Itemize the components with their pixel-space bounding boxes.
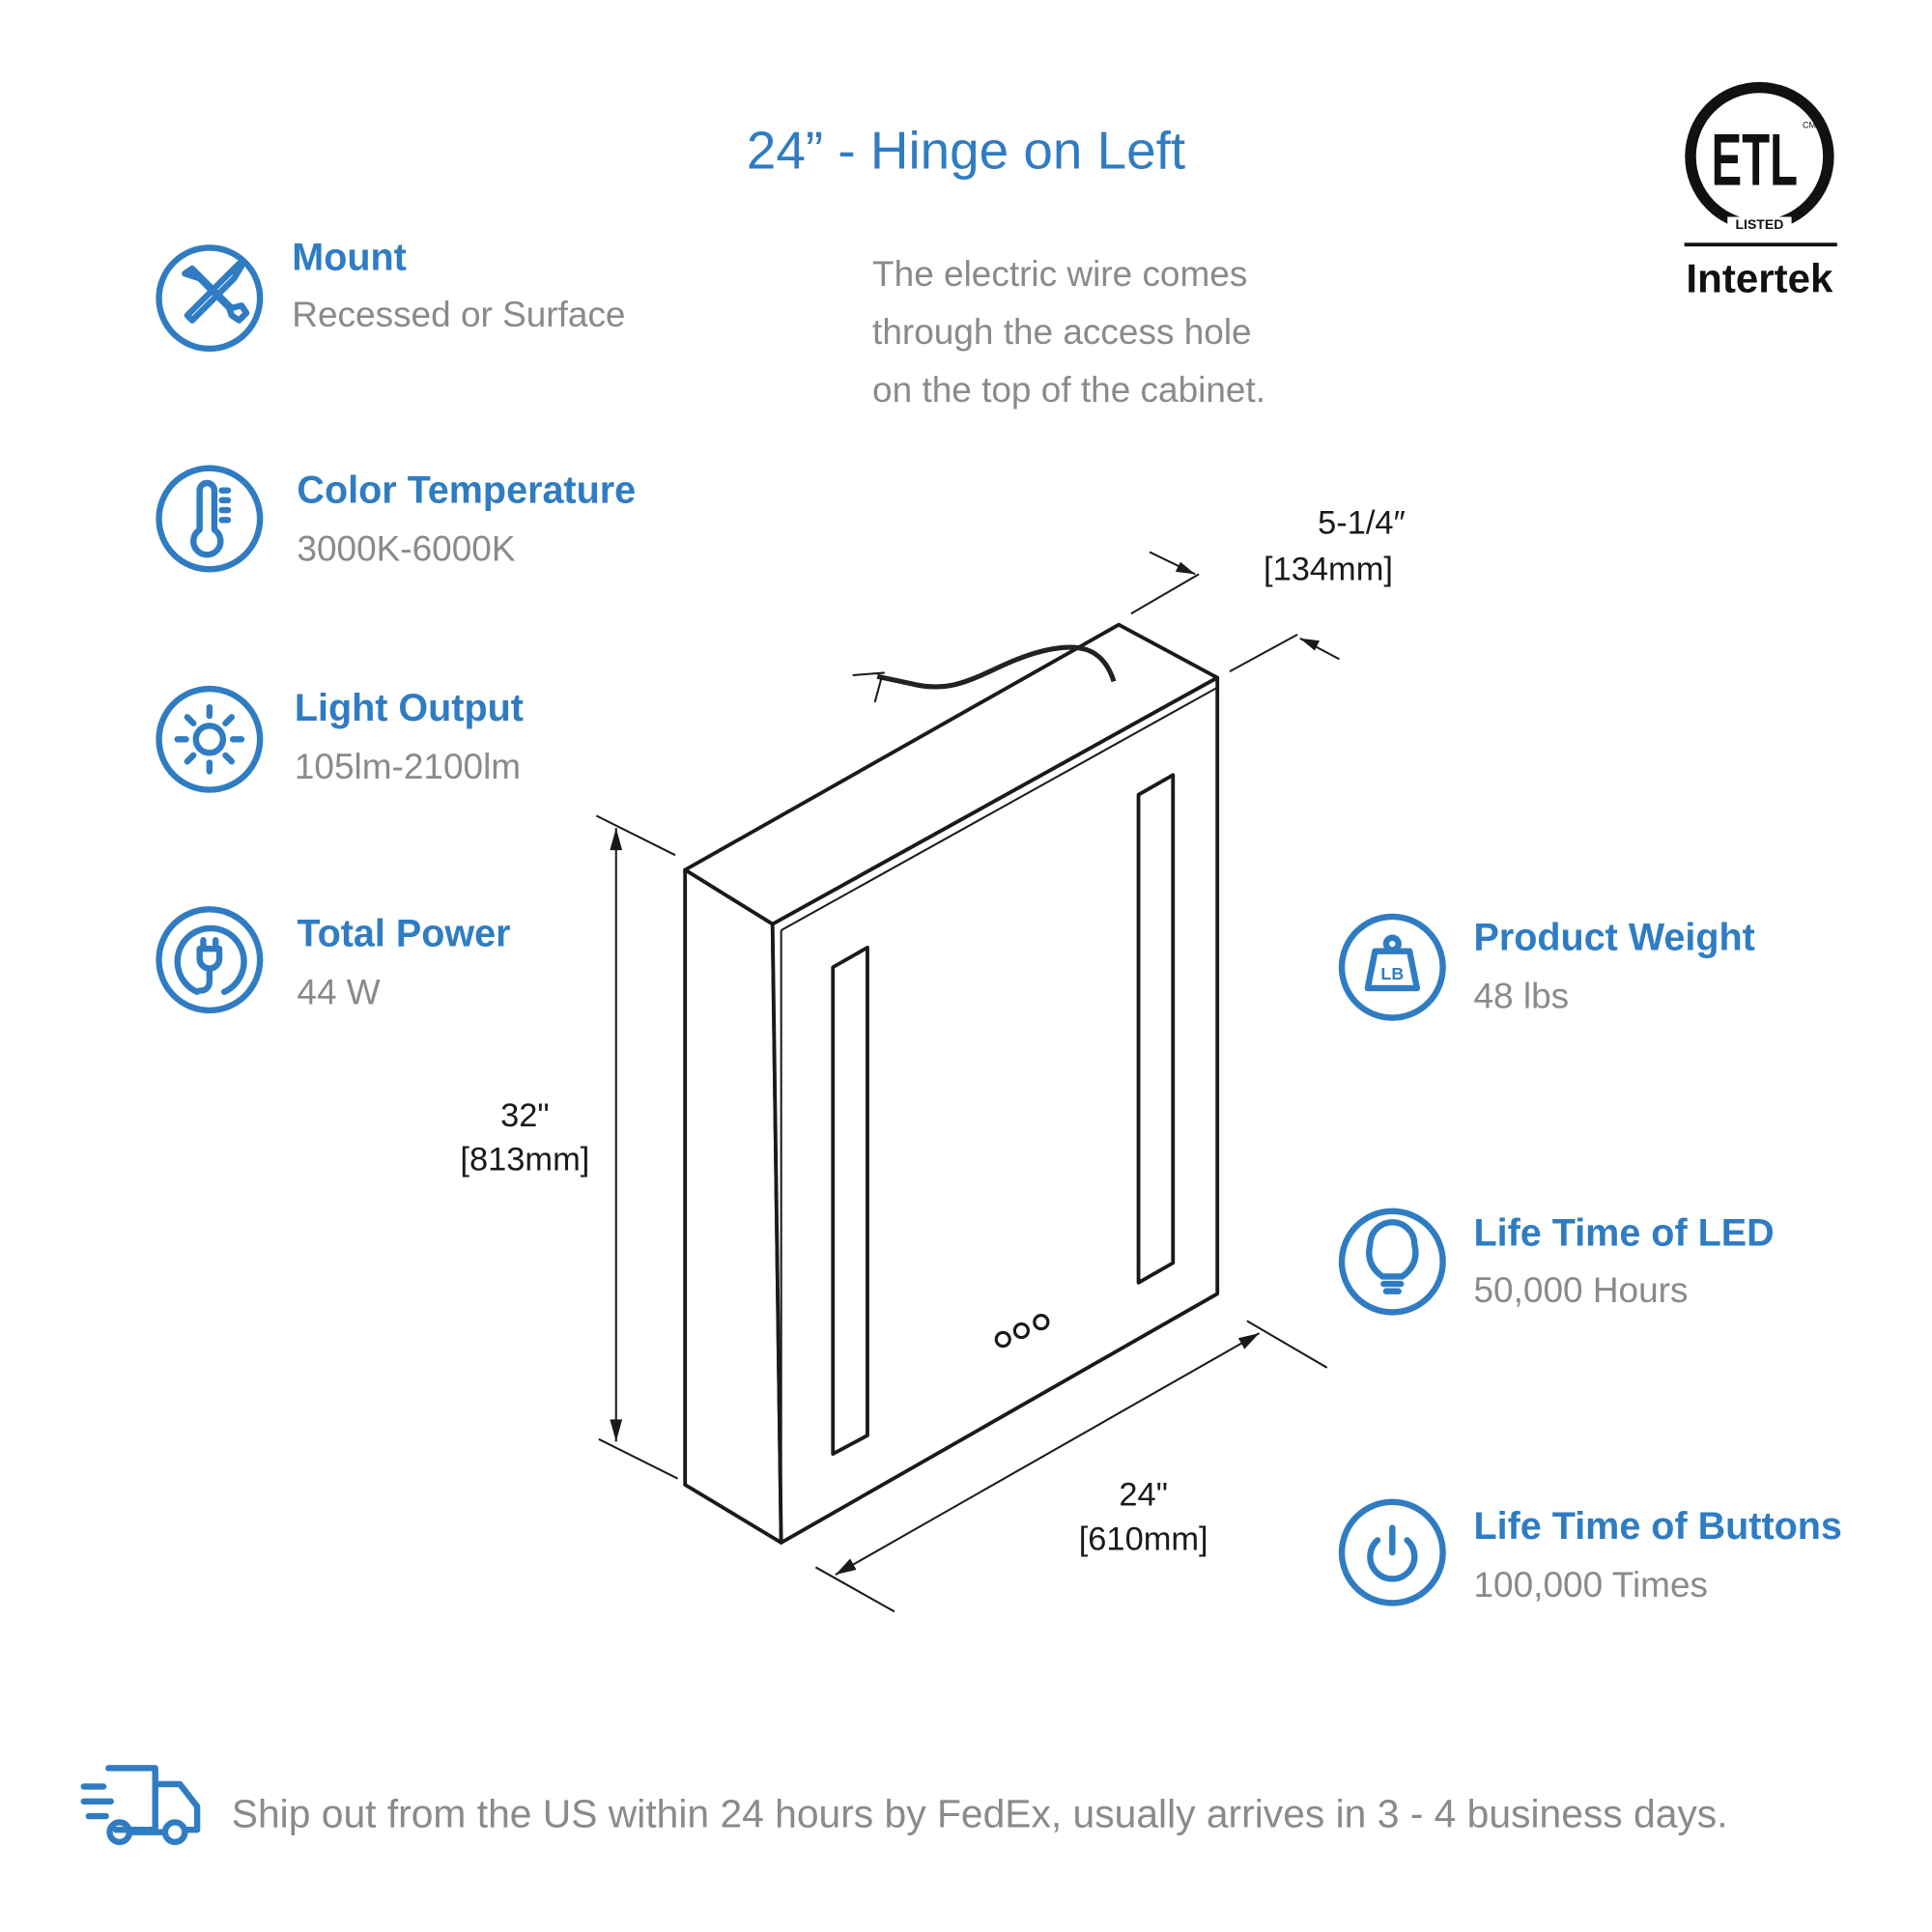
svg-text:The electric wire comes: The electric wire comes: [872, 254, 1247, 294]
svg-text:Product Weight: Product Weight: [1474, 916, 1755, 958]
intertek-text: Intertek: [1686, 255, 1833, 300]
width-inches: 24": [1119, 1477, 1168, 1514]
tools-icon: [156, 244, 264, 353]
shipping-text: Ship out from the US within 24 hours by …: [232, 1792, 1728, 1836]
wire-note: The electric wire comes through the acce…: [872, 254, 1265, 410]
svg-text:Life Time of LED: Life Time of LED: [1474, 1212, 1775, 1255]
spec-product-weight: LB Product Weight 48 lbs: [1338, 913, 1755, 1021]
power-icon: [1338, 1498, 1446, 1606]
spec-light-output: Light Output 105lm-2100lm: [156, 685, 524, 793]
svg-text:ETL: ETL: [1712, 119, 1798, 201]
bulb-icon: [1338, 1208, 1446, 1316]
height-inches: 32": [500, 1097, 550, 1134]
svg-text:50,000 Hours: 50,000 Hours: [1474, 1270, 1689, 1310]
svg-text:Color Temperature: Color Temperature: [297, 469, 636, 511]
svg-text:Recessed or Surface: Recessed or Surface: [292, 295, 625, 334]
svg-text:100,000 Times: 100,000 Times: [1474, 1565, 1709, 1605]
svg-text:44 W: 44 W: [297, 973, 380, 1012]
depth-mm: [134mm]: [1264, 552, 1393, 588]
svg-text:Life Time of Buttons: Life Time of Buttons: [1474, 1505, 1842, 1548]
delivery-truck-icon: [80, 1765, 201, 1846]
touch-buttons: [994, 1314, 1050, 1349]
depth-inches: 5-1/4″: [1318, 504, 1406, 541]
spec-mount: Mount Recessed or Surface: [156, 236, 626, 353]
svg-text:CM: CM: [1803, 121, 1816, 130]
page-title: 24” - Hinge on Left: [747, 121, 1185, 181]
plug-icon: [156, 906, 264, 1014]
svg-text:LB: LB: [1380, 964, 1404, 983]
etl-intertek-logo: ETL CM LISTED Intertek: [1684, 81, 1837, 300]
width-mm: [610mm]: [1079, 1521, 1208, 1558]
spec-led-lifetime: Life Time of LED 50,000 Hours: [1338, 1208, 1775, 1316]
height-mm: [813mm]: [460, 1142, 589, 1179]
svg-text:Total Power: Total Power: [297, 913, 510, 955]
svg-text:3000K-6000K: 3000K-6000K: [297, 528, 515, 568]
weight-icon: [1338, 913, 1446, 1021]
svg-text:through the access hole: through the access hole: [872, 312, 1252, 352]
svg-text:on the top of the cabinet.: on the top of the cabinet.: [872, 370, 1265, 410]
sun-icon: [156, 685, 264, 793]
svg-text:105lm-2100lm: 105lm-2100lm: [295, 747, 521, 786]
svg-text:Light Output: Light Output: [295, 687, 524, 729]
thermometer-icon: [156, 465, 264, 573]
spec-color-temperature: Color Temperature 3000K-6000K: [156, 465, 636, 573]
led-strip-left: [831, 945, 869, 1457]
led-strip-right: [1136, 773, 1176, 1285]
electric-wire: [876, 644, 1117, 690]
svg-text:LISTED: LISTED: [1736, 216, 1784, 232]
spec-button-lifetime: Life Time of Buttons 100,000 Times: [1338, 1498, 1842, 1606]
spec-total-power: Total Power 44 W: [156, 906, 511, 1014]
svg-text:Mount: Mount: [292, 236, 407, 278]
cabinet-drawing: [683, 622, 1220, 1545]
dimension-lines: [595, 551, 1340, 1613]
svg-text:48 lbs: 48 lbs: [1474, 976, 1570, 1015]
